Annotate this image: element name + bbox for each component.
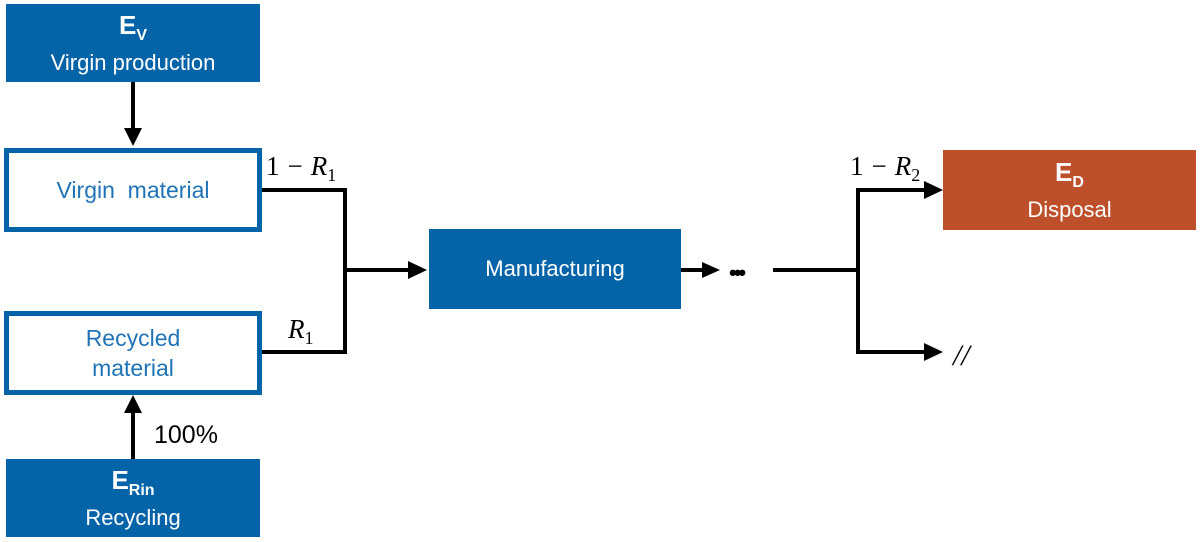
recycled-material-label-line1: Recycled bbox=[85, 325, 181, 351]
arrowhead-virgin-material bbox=[124, 128, 142, 146]
recycling-symbol: ERin bbox=[111, 464, 155, 499]
line-split bbox=[856, 188, 928, 354]
recycling-label: Recycling bbox=[85, 504, 181, 530]
disposal-fraction-label: 1−R2 bbox=[850, 151, 920, 185]
arrowhead-break bbox=[924, 343, 943, 361]
recycled-material-label-line2: material bbox=[92, 355, 174, 381]
arrowhead-recycled-material bbox=[124, 395, 142, 413]
disposal-label: Disposal bbox=[1027, 196, 1112, 222]
disposal-symbol: ED bbox=[1055, 156, 1084, 191]
break-marker: // bbox=[951, 339, 972, 372]
arrowhead-manufacturing bbox=[408, 261, 427, 279]
virgin-material-node: Virgin material bbox=[4, 148, 262, 232]
manufacturing-label: Manufacturing bbox=[485, 256, 625, 281]
disposal-node: ED Disposal bbox=[943, 150, 1196, 230]
continuation-dots: ••• bbox=[729, 260, 745, 285]
manufacturing-node: Manufacturing bbox=[429, 229, 681, 309]
recycling-share-label: 100% bbox=[154, 421, 218, 449]
arrowhead-continuation bbox=[702, 262, 720, 278]
arrowhead-disposal bbox=[924, 181, 943, 199]
recycling-node: ERin Recycling bbox=[6, 459, 260, 537]
virgin-production-symbol: EV bbox=[118, 9, 147, 44]
recycled-fraction-label: R1 bbox=[287, 314, 314, 348]
virgin-fraction-label: 1−R1 bbox=[266, 151, 336, 185]
virgin-production-label: Virgin production bbox=[50, 49, 216, 75]
recycled-material-node: Recycled material bbox=[4, 311, 262, 395]
virgin-production-node: EV Virgin production bbox=[6, 4, 260, 82]
virgin-material-label: Virgin material bbox=[56, 177, 210, 203]
